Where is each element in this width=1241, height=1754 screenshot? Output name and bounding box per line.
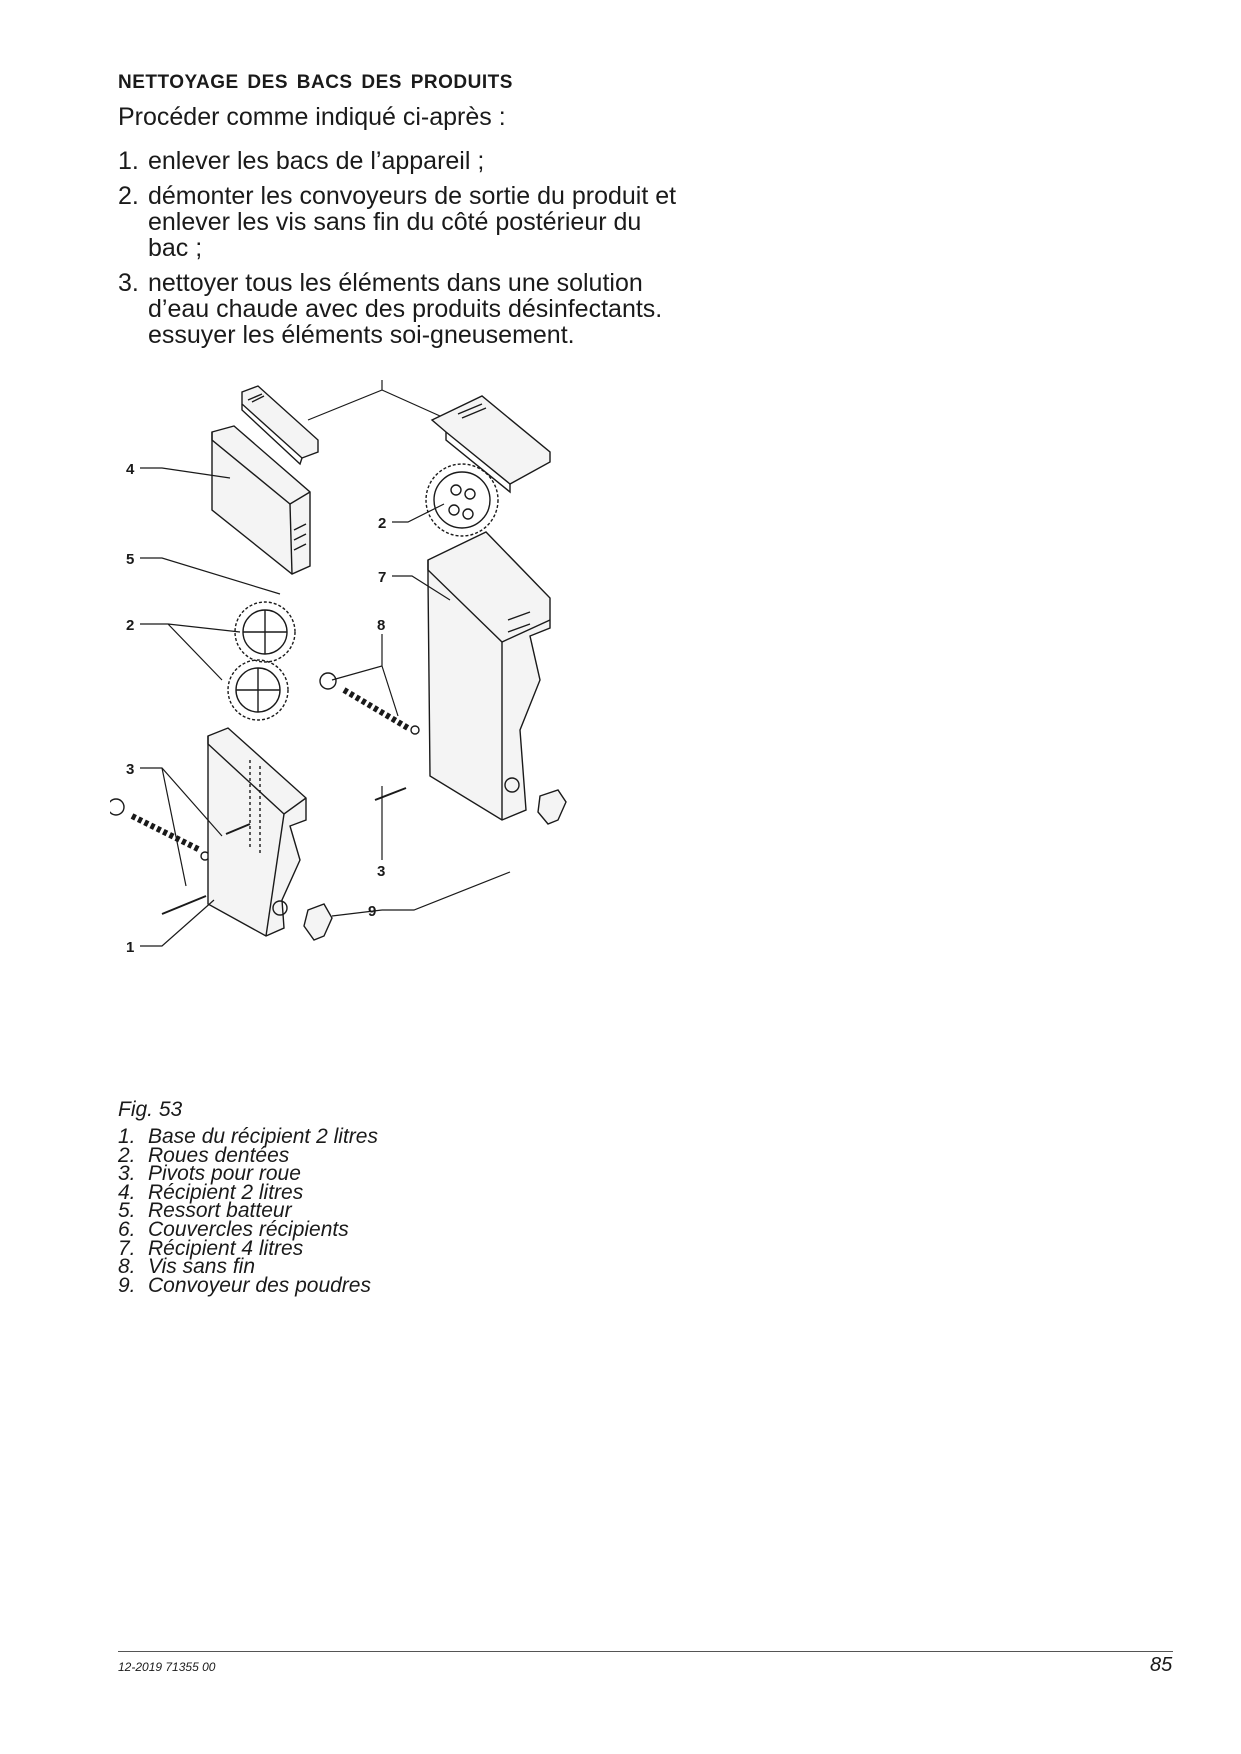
legend-number: 7. [118,1236,136,1260]
legend-item: 1. Base du récipient 2 litres [118,1125,378,1148]
footer-divider [118,1651,1173,1652]
left-screw-drawing [110,798,210,861]
legend-text: Récipient 2 litres [148,1180,304,1204]
legend-item: 6. Couvercles récipients [118,1217,378,1241]
legend-number: 9. [118,1273,136,1297]
step-number: 3. [118,269,139,297]
container-4l-drawing [427,531,551,821]
legend-item: 9. Convoyeur des poudres [118,1273,378,1297]
legend-text: Récipient 4 litres [148,1236,304,1260]
legend-number: 6. [118,1217,136,1241]
step-text: nettoyer tous les éléments dans une solu… [148,269,663,349]
callout-2-left: 2 [126,617,134,634]
callout-3-right: 3 [377,863,385,880]
step-item: 2. démonter les convoyeurs de sortie du … [118,183,678,261]
legend-number: 1. [118,1125,136,1148]
left-lid-drawing [241,385,319,466]
callout-3-left: 3 [126,761,134,778]
figure-caption: Fig. 53 [118,1098,183,1121]
legend-text: Ressort batteur [148,1199,292,1223]
legend-item: 3. Pivots pour roue [118,1162,378,1186]
legend-item: 8. Vis sans fin [118,1255,378,1279]
legend-text: Roues dentées [148,1143,290,1167]
callout-9: 9 [368,903,376,920]
legend-text: Couvercles récipients [148,1217,349,1241]
right-screw-drawing [319,672,420,735]
step-number: 1. [118,147,139,175]
container-2l-drawing [211,425,311,575]
step-text: enlever les bacs de l’appareil ; [148,147,485,175]
exploded-view-diagram: 6 4 2 7 5 2 8 3 3 9 1 [110,380,567,956]
legend-item: 2. Roues dentées [118,1143,378,1167]
diagram-drawing [110,385,567,941]
page-number: 85 [1150,1654,1173,1676]
legend-text: Convoyeur des poudres [148,1273,371,1297]
intro-text: Procéder comme indiqué ci-après : [118,103,506,131]
callout-4: 4 [126,461,135,478]
right-lid-drawing [430,395,551,494]
step-item: 3. nettoyer tous les éléments dans une s… [118,270,678,348]
callout-1: 1 [126,939,134,956]
callout-5: 5 [126,551,134,568]
callout-7: 7 [378,569,386,586]
callout-8: 8 [377,617,385,634]
base-2l-drawing [207,727,307,937]
step-list: 1. enlever les bacs de l’appareil ; 2. d… [118,148,678,357]
legend-text: Vis sans fin [148,1255,255,1279]
section-title: NETTOYAGE DES BACS DES PRODUITS [118,72,513,93]
legend-text: Pivots pour roue [148,1162,301,1186]
legend-number: 3. [118,1162,136,1186]
legend-item: 7. Récipient 4 litres [118,1236,378,1260]
callout-2-right: 2 [378,515,386,532]
legend-number: 2. [118,1143,136,1167]
step-number: 2. [118,182,139,210]
document-reference: 12-2019 71355 00 [118,1660,216,1674]
leader-lines [140,380,511,947]
figure-legend: 1. Base du récipient 2 litres 2. Roues den… [118,1125,378,1297]
right-sprocket-drawing [425,463,499,537]
legend-item: 4. Récipient 2 litres [118,1180,378,1204]
legend-text: Base du récipient 2 litres [148,1125,378,1148]
conveyors-drawing [303,789,567,941]
legend-number: 8. [118,1255,136,1279]
legend-number: 4. [118,1180,136,1204]
legend-item: 5. Ressort batteur [118,1199,378,1223]
legend-number: 5. [118,1199,136,1223]
left-sprockets-drawing [227,601,296,721]
step-text: démonter les convoyeurs de sortie du pro… [148,182,677,262]
step-item: 1. enlever les bacs de l’appareil ; [118,148,678,174]
pivots-drawing [161,787,407,915]
